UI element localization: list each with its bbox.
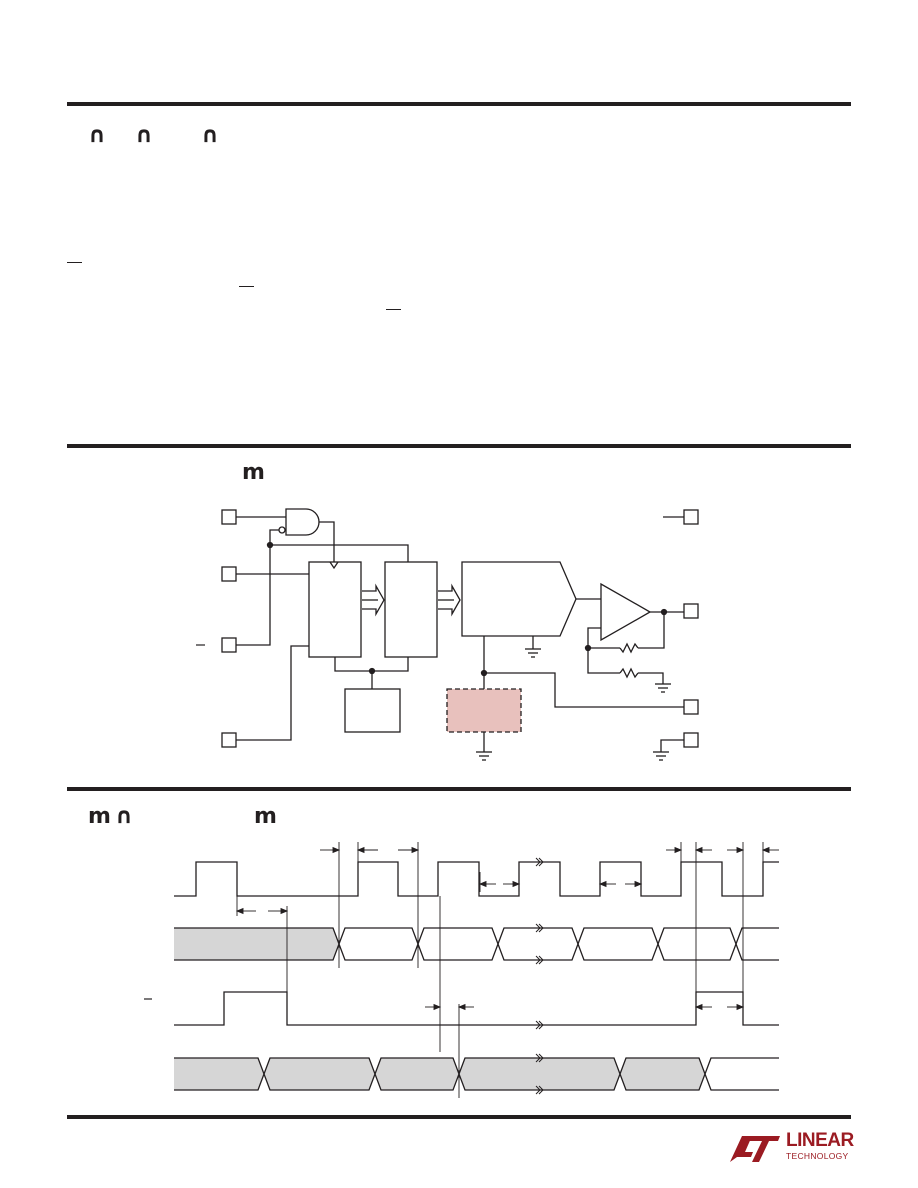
section-rule-block-diagram — [67, 444, 851, 448]
and-gate — [285, 508, 320, 536]
data-bus-1-shaded — [174, 928, 339, 960]
output-amplifier — [600, 582, 652, 642]
section-rule-top — [67, 102, 851, 106]
clock-waveform — [174, 861, 779, 897]
dac-block — [461, 561, 577, 637]
chip-select-waveform — [174, 991, 779, 1026]
timing-heading-glyph-3: m — [254, 804, 277, 829]
data-bus-2-shaded — [174, 1058, 705, 1090]
logo-wordmark: LINEAR — [786, 1130, 854, 1151]
heading-glyph-2: ∩ — [135, 123, 153, 148]
overline-mark-2 — [239, 286, 254, 288]
block-diagram-heading-glyph: m — [242, 460, 265, 485]
section-rule-timing — [67, 787, 851, 791]
heading-glyph-3: ∩ — [201, 123, 219, 148]
section-rule-bottom — [67, 1115, 851, 1119]
logo-subline: TECHNOLOGY — [786, 1151, 849, 1161]
overline-mark-1 — [67, 262, 82, 264]
overline-mark-3 — [386, 309, 401, 311]
heading-glyph-1: ∩ — [88, 123, 106, 148]
power-on-reset-block — [344, 688, 401, 733]
pin-right-2 — [683, 603, 699, 619]
company-logo — [730, 1136, 780, 1162]
shift-register-block — [308, 561, 362, 658]
timing-heading-glyph-2: ∩ — [115, 804, 133, 829]
latch-block — [384, 561, 438, 658]
timing-heading-glyph-1: m — [88, 804, 111, 829]
